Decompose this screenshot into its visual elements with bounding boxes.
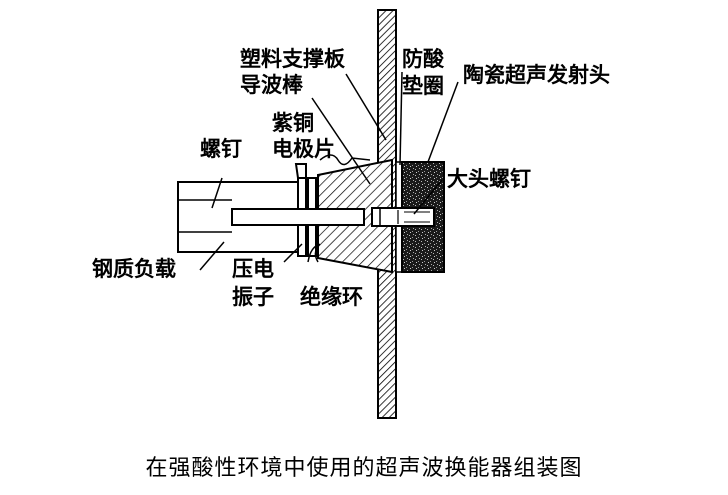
label-copper-line2: 电极片 [272, 137, 335, 161]
label-piezo-line1: 压电 [232, 257, 274, 281]
label-ceramic-emitter-head: 陶瓷超声发射头 [463, 63, 610, 87]
figure-caption: 在强酸性环境中使用的超声波换能器组装图 [145, 456, 582, 481]
label-waveguide-rod: 导波棒 [240, 73, 304, 97]
label-copper-line1: 紫铜 [272, 111, 314, 135]
label-big-head-screw: 大头螺钉 [447, 167, 531, 191]
central-bolt [231, 208, 365, 226]
copper-electrode-tab [294, 163, 307, 179]
label-insulating-ring: 绝缘环 [300, 285, 363, 309]
leader-lines [199, 71, 459, 271]
label-plastic-support-plate: 塑料支撑板 [240, 47, 346, 71]
label-acid-gasket-line2: 垫圈 [402, 74, 444, 98]
label-acid-gasket-line1: 防酸 [402, 47, 445, 71]
label-screw: 螺钉 [200, 137, 242, 161]
label-piezo-line2: 振子 [232, 285, 274, 309]
label-steel-load: 钢质负载 [92, 257, 176, 281]
big-head-screw [371, 207, 435, 227]
